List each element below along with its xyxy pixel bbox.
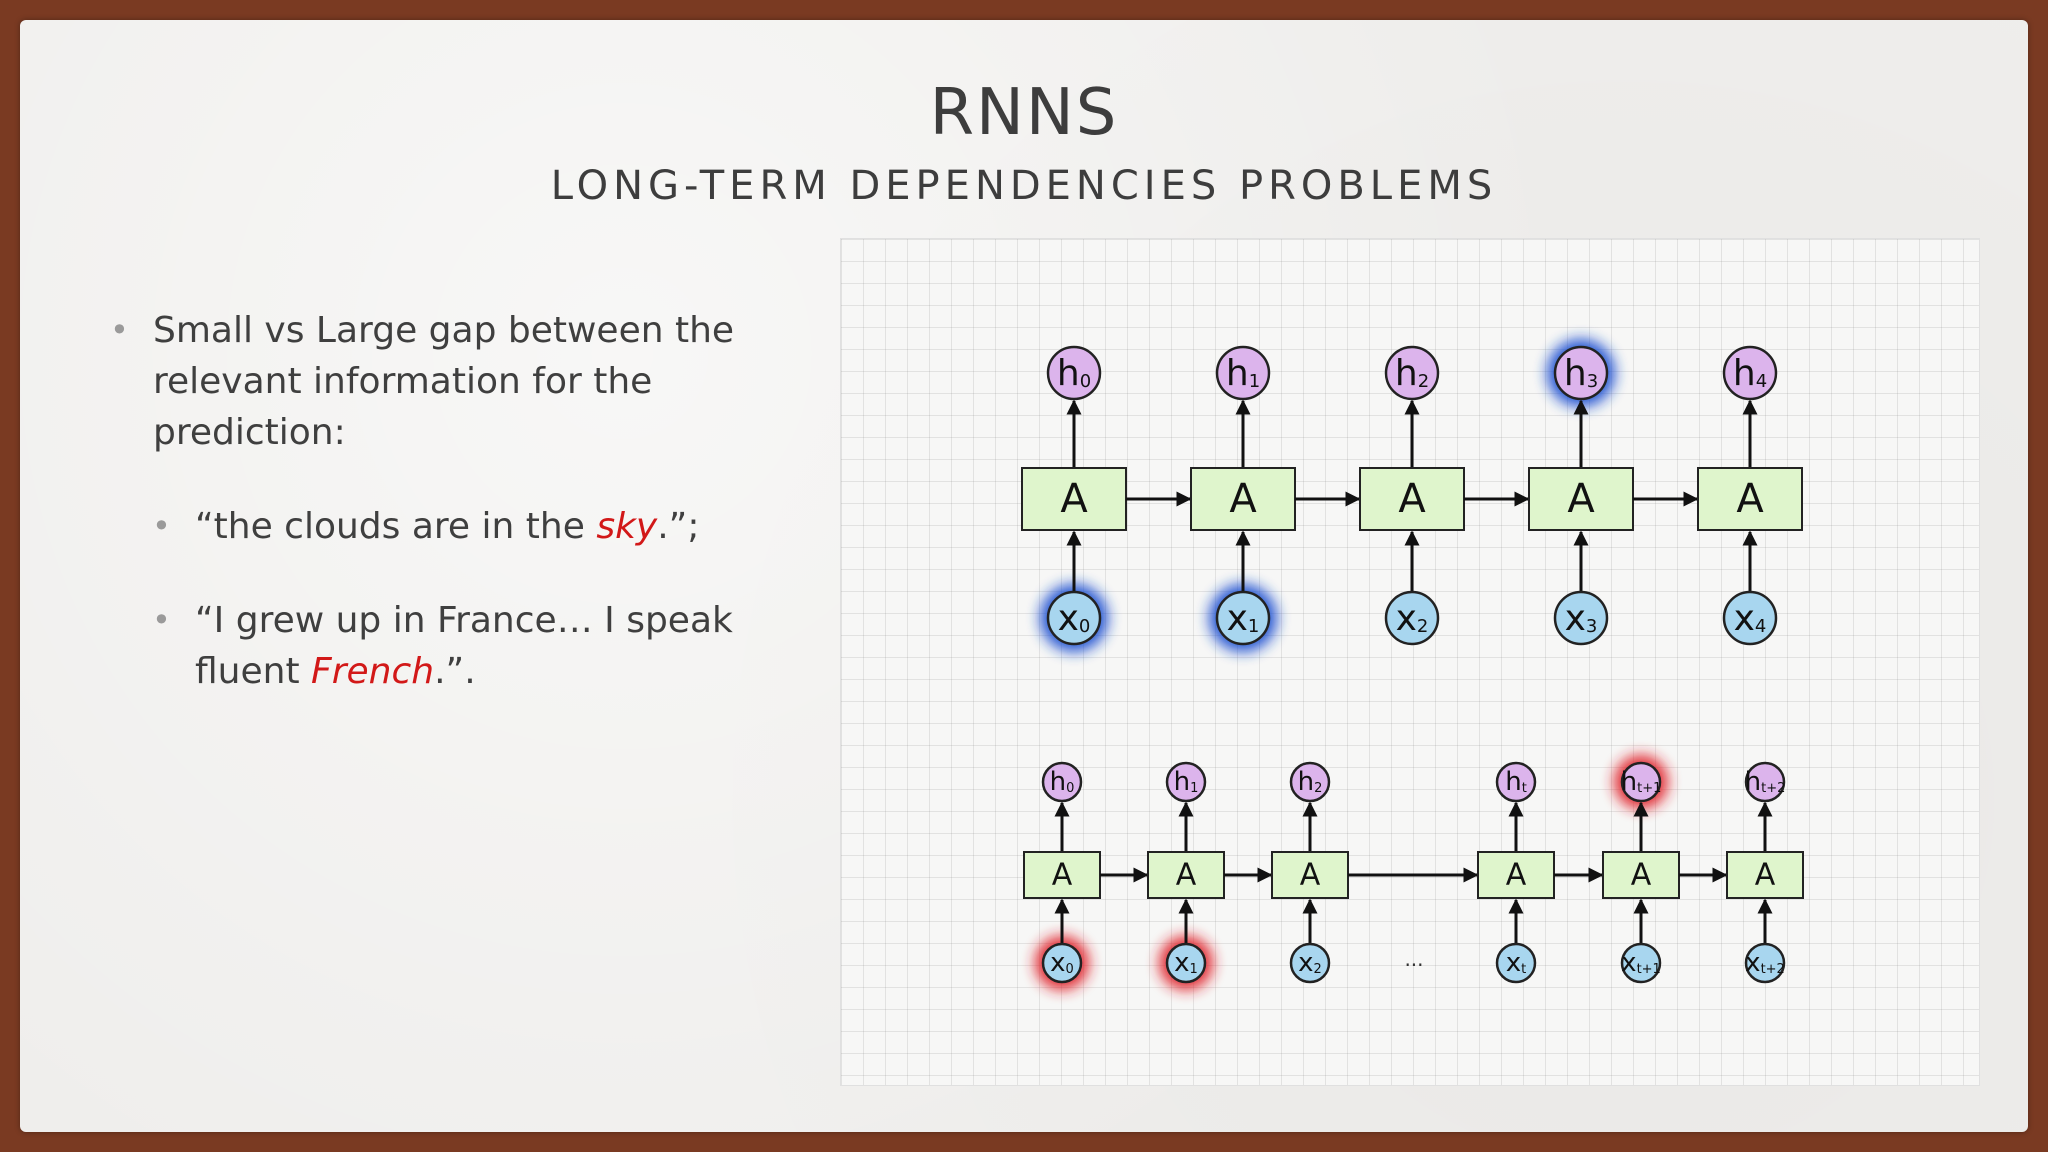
hidden-state-node — [1215, 345, 1271, 401]
rnn-cell-label: A — [1506, 858, 1527, 893]
input-label: x1 — [1174, 948, 1198, 978]
highlight-word-french: French — [311, 651, 435, 692]
hidden-state-label: h1 — [1174, 767, 1199, 797]
hidden-state-label: ht+1 — [1621, 767, 1662, 797]
rnn-cell-label: A — [1060, 476, 1088, 522]
input-label: xt+1 — [1621, 948, 1661, 978]
rnn-cell — [1697, 467, 1803, 531]
rnn-cell-label: A — [1631, 858, 1652, 893]
input-node — [1165, 942, 1207, 984]
sub-bullet-french-text: “I grew up in France… I speak fluent — [195, 600, 733, 692]
input-node — [1041, 942, 1083, 984]
input-label: x2 — [1298, 948, 1322, 978]
sub-bullet-sky-text: “the clouds are in the — [195, 506, 597, 547]
ellipsis-label: ... — [1404, 947, 1423, 971]
hidden-state-label: h1 — [1226, 353, 1260, 394]
hidden-state-node — [1289, 761, 1331, 803]
hidden-state-label: h2 — [1395, 353, 1429, 394]
input-node — [1722, 590, 1778, 646]
sub-bullet-sky-end: .”; — [657, 506, 700, 547]
hidden-state-node — [1744, 761, 1786, 803]
slide-title: RNNS — [929, 76, 1119, 150]
input-label: x0 — [1058, 598, 1091, 639]
rnn-cell — [1602, 851, 1680, 899]
hidden-state-node — [1384, 345, 1440, 401]
input-node — [1620, 942, 1662, 984]
highlight-word-sky: sky — [596, 506, 658, 547]
input-node — [1384, 590, 1440, 646]
hidden-state-label: ht+2 — [1745, 767, 1786, 797]
sub-bullet-sky: • “the clouds are in the sky.”; — [100, 501, 800, 552]
bullet-list: • Small vs Large gap between the relevan… — [100, 305, 800, 697]
bullet-dot: • — [152, 507, 171, 545]
rnn-cell-label: A — [1755, 858, 1776, 893]
hidden-state-label: h4 — [1733, 353, 1767, 394]
bullet-dot: • — [110, 311, 129, 349]
rnn-cell — [1528, 467, 1634, 531]
sub-bullet-french-end: .”. — [434, 651, 476, 692]
hidden-state-node — [1046, 345, 1102, 401]
rnn-cell — [1023, 851, 1101, 899]
rnn-cell-label: A — [1300, 858, 1321, 893]
hidden-state-node — [1495, 761, 1537, 803]
hidden-state-label: h0 — [1050, 767, 1075, 797]
input-label: xt+2 — [1745, 948, 1785, 978]
rnn-cell — [1021, 467, 1127, 531]
input-label: x0 — [1050, 948, 1074, 978]
input-node — [1046, 590, 1102, 646]
rnn-cell — [1359, 467, 1465, 531]
input-node — [1553, 590, 1609, 646]
rnn-cell-label: A — [1567, 476, 1595, 522]
hidden-state-node — [1553, 345, 1609, 401]
rnn-cell-label: A — [1052, 858, 1073, 893]
input-label: x3 — [1565, 598, 1598, 639]
hidden-state-label: ht — [1505, 767, 1527, 797]
hidden-state-node — [1041, 761, 1083, 803]
bullet-main-text: Small vs Large gap between the relevant … — [153, 310, 735, 453]
input-label: x4 — [1734, 598, 1767, 639]
input-label: x1 — [1227, 598, 1260, 639]
rnn-cell-label: A — [1398, 476, 1426, 522]
input-node — [1215, 590, 1271, 646]
hidden-state-label: h2 — [1298, 767, 1323, 797]
hidden-state-node — [1722, 345, 1778, 401]
hidden-state-node — [1165, 761, 1207, 803]
sub-bullet-french: • “I grew up in France… I speak fluent F… — [100, 595, 800, 697]
rnn-cell-label: A — [1736, 476, 1764, 522]
hidden-state-label: h3 — [1564, 353, 1598, 394]
input-node — [1289, 942, 1331, 984]
rnn-cell-label: A — [1176, 858, 1197, 893]
input-node — [1495, 942, 1537, 984]
hidden-state-node — [1620, 761, 1662, 803]
input-node — [1744, 942, 1786, 984]
bullet-dot: • — [152, 601, 171, 639]
rnn-cell — [1190, 467, 1296, 531]
bullet-main: • Small vs Large gap between the relevan… — [100, 305, 800, 458]
rnn-cell-label: A — [1229, 476, 1257, 522]
rnn-cell — [1147, 851, 1225, 899]
input-label: xt — [1506, 948, 1527, 978]
hidden-state-label: h0 — [1057, 353, 1091, 394]
input-label: x2 — [1396, 598, 1429, 639]
rnn-cell — [1726, 851, 1804, 899]
rnn-cell — [1271, 851, 1349, 899]
slide-subtitle: LONG-TERM DEPENDENCIES PROBLEMS — [550, 163, 1498, 209]
